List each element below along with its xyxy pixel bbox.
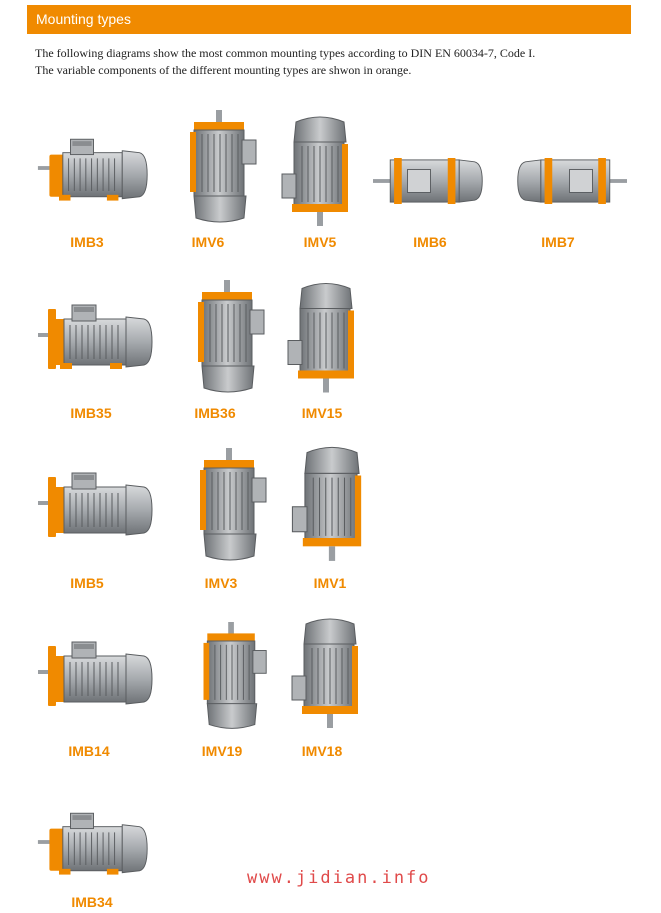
motor-image-imb35 (36, 295, 156, 375)
motor-image-imb36 (186, 280, 270, 400)
label-imb36: IMB36 (194, 405, 236, 421)
motor-image-imv15 (286, 272, 366, 397)
label-imv18: IMV18 (301, 743, 343, 759)
label-imb3: IMB3 (70, 234, 104, 250)
motor-image-imb6 (373, 150, 488, 212)
motor-image-imv1 (290, 438, 374, 563)
motor-image-imv3 (188, 448, 272, 568)
motor-image-imv18 (290, 608, 370, 732)
motor-image-imb34 (36, 803, 151, 881)
label-imv6: IMV6 (191, 234, 225, 250)
motor-image-imv5 (280, 108, 360, 228)
label-imb6: IMB6 (413, 234, 447, 250)
label-imv1: IMV1 (313, 575, 347, 591)
motor-image-imb14 (36, 632, 156, 712)
motor-image-imv6 (180, 110, 260, 230)
label-imb14: IMB14 (68, 743, 110, 759)
motor-image-imb3 (36, 128, 151, 208)
motor-image-imb5 (36, 463, 156, 543)
section-title: Mounting types (36, 11, 131, 27)
watermark-text: www.jidian.info (247, 868, 431, 888)
label-imb35: IMB35 (70, 405, 112, 421)
intro-line-1: The following diagrams show the most com… (35, 46, 536, 60)
label-imb7: IMB7 (541, 234, 575, 250)
label-imv15: IMV15 (301, 405, 343, 421)
label-imb34: IMB34 (71, 894, 113, 910)
label-imv5: IMV5 (303, 234, 337, 250)
motor-image-imv19 (192, 622, 272, 736)
label-imb5: IMB5 (70, 575, 104, 591)
intro-line-2: The variable components of the different… (35, 63, 412, 77)
intro-text: The following diagrams show the most com… (35, 45, 635, 79)
label-imv3: IMV3 (204, 575, 238, 591)
motor-image-imb7 (512, 150, 627, 212)
label-imv19: IMV19 (201, 743, 243, 759)
section-header: Mounting types (27, 5, 631, 34)
